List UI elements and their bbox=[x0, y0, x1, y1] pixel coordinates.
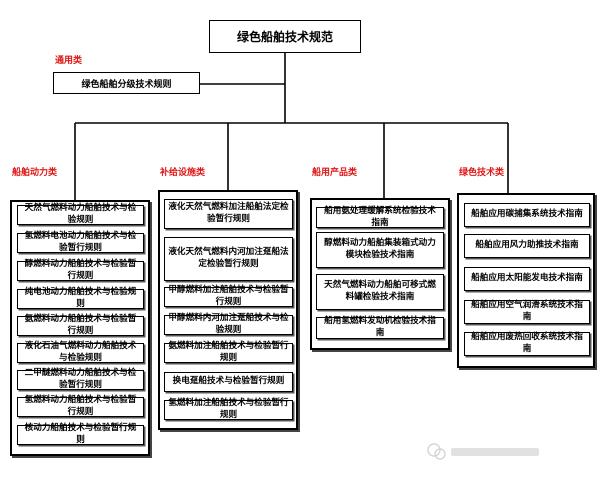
rule-item: 液化石油气燃料动力船舶技术与检验规则 bbox=[17, 341, 144, 363]
rule-item: 氢燃料动力船舶技术与检验暂行规则 bbox=[17, 395, 144, 417]
general-node: 绿色船舶分级技术规则 bbox=[53, 72, 200, 94]
rule-item: 液化天然气燃料加注船舶法定检验暂行规则 bbox=[164, 199, 293, 229]
category-label: 船舶动力类 bbox=[12, 168, 58, 178]
rule-item: 核动力船舶技术与检验暂行规则 bbox=[17, 423, 144, 445]
rule-item: 氢燃料电池动力船舶技术与检验暂行规则 bbox=[17, 231, 144, 253]
category-label: 补给设施类 bbox=[160, 168, 206, 178]
rule-item: 醇燃料动力船舶技术与检验暂行规则 bbox=[17, 259, 144, 281]
rule-item: 甲醇燃料加注船舶技术与检验暂行规则 bbox=[164, 285, 293, 307]
wechat-watermark-icon bbox=[427, 443, 539, 460]
rule-item: 船舶应用碳捕集系统技术指南 bbox=[464, 203, 590, 227]
rule-item: 船舶应用太阳能发电技术指南 bbox=[464, 267, 590, 291]
rule-item: 甲醇燃料内河加注趸船技术与检验规则 bbox=[164, 313, 293, 335]
rule-item: 船用氢燃料发动机检验技术指南 bbox=[316, 316, 444, 339]
rule-item: 氢燃料加注船舶技术与检验暂行规则 bbox=[164, 398, 293, 420]
category-label: 绿色技术类 bbox=[459, 168, 505, 178]
rule-item: 氨燃料加注船舶技术与检验暂行规则 bbox=[164, 341, 293, 363]
rule-item: 氨燃料动力船舶技术与检验暂行规则 bbox=[17, 314, 144, 336]
rule-item: 换电趸船技术与检验暂行规则 bbox=[164, 372, 293, 392]
rule-item: 液化天然气燃料内河加注趸船法定检验暂行规则 bbox=[164, 237, 293, 281]
rule-item: 船用氨处理缓解系统检验技术指南 bbox=[316, 206, 444, 228]
rule-item: 天然气燃料动力船舶技术与检验规则 bbox=[17, 203, 144, 225]
rule-item: 船舶应用废热回收系统技术指南 bbox=[464, 332, 590, 356]
root-node: 绿色船舶技术规范 bbox=[209, 20, 361, 53]
category-label: 船用产品类 bbox=[312, 168, 358, 178]
category-label-general: 通用类 bbox=[55, 56, 83, 66]
rule-item: 醇燃料动力船舶集装箱式动力模块检验技术指南 bbox=[316, 232, 444, 268]
rule-item: 纯电池动力船舶技术与检验规则 bbox=[17, 287, 144, 309]
rule-item: 船舶应用空气润滑系统技术指南 bbox=[464, 300, 590, 324]
rule-item: 二甲醚燃料动力船舶技术与检验暂行规则 bbox=[17, 368, 144, 390]
rule-item: 天然气燃料动力船舶可移式燃料罐检验技术指南 bbox=[316, 274, 444, 310]
rule-item: 船舶应用风力助推技术指南 bbox=[464, 234, 590, 258]
